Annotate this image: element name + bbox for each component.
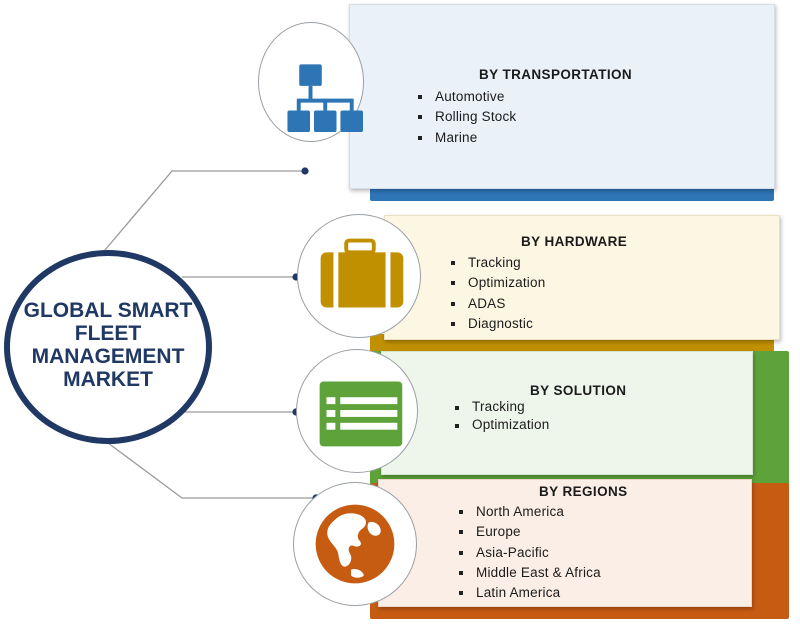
list-item: North America bbox=[456, 502, 601, 522]
list-item: Tracking bbox=[448, 253, 545, 273]
list-item: ADAS bbox=[448, 294, 545, 314]
segment-panel bbox=[378, 479, 752, 607]
list-item: Optimization bbox=[448, 273, 545, 293]
list-item: Rolling Stock bbox=[415, 107, 516, 127]
briefcase-icon bbox=[320, 238, 404, 308]
list-item: Latin America bbox=[456, 583, 601, 603]
hierarchy-icon bbox=[287, 64, 363, 133]
segment-item-list: Tracking Optimization bbox=[452, 398, 549, 434]
icon-badge-hardware bbox=[297, 214, 421, 338]
list-item: Diagnostic bbox=[448, 314, 545, 334]
list-item: Middle East & Africa bbox=[456, 563, 601, 583]
segment-title: BY HARDWARE bbox=[521, 234, 628, 249]
segment-title: BY REGIONS bbox=[539, 484, 628, 499]
list-item: Optimization bbox=[452, 416, 549, 434]
globe-icon bbox=[315, 504, 395, 584]
list-item: Automotive bbox=[415, 87, 516, 107]
icon-badge-transportation bbox=[258, 22, 364, 142]
list-item: Asia-Pacific bbox=[456, 543, 601, 563]
segment-title: BY SOLUTION bbox=[530, 383, 627, 398]
segment-item-list: Automotive Rolling Stock Marine bbox=[415, 87, 516, 148]
segment-item-list: North America Europe Asia-Pacific Middle… bbox=[456, 502, 601, 603]
connector-line-transportation bbox=[104, 170, 305, 251]
segment-panel bbox=[381, 351, 753, 475]
segment-panel bbox=[384, 215, 780, 340]
list-icon bbox=[319, 381, 403, 447]
list-item: Marine bbox=[415, 128, 516, 148]
connector-dot-transportation bbox=[301, 167, 309, 175]
icon-badge-solution bbox=[296, 349, 418, 473]
list-item: Tracking bbox=[452, 398, 549, 416]
segment-panel bbox=[349, 4, 775, 189]
segment-title: BY TRANSPORTATION bbox=[479, 67, 633, 82]
segment-item-list: Tracking Optimization ADAS Diagnostic bbox=[448, 253, 545, 334]
icon-badge-regions bbox=[293, 482, 417, 606]
list-item: Europe bbox=[456, 522, 601, 542]
connector-line-regions bbox=[107, 442, 316, 499]
central-market-node: GLOBAL SMART FLEET MANAGEMENT MARKET bbox=[4, 250, 212, 444]
central-market-title: GLOBAL SMART FLEET MANAGEMENT MARKET bbox=[23, 299, 193, 391]
